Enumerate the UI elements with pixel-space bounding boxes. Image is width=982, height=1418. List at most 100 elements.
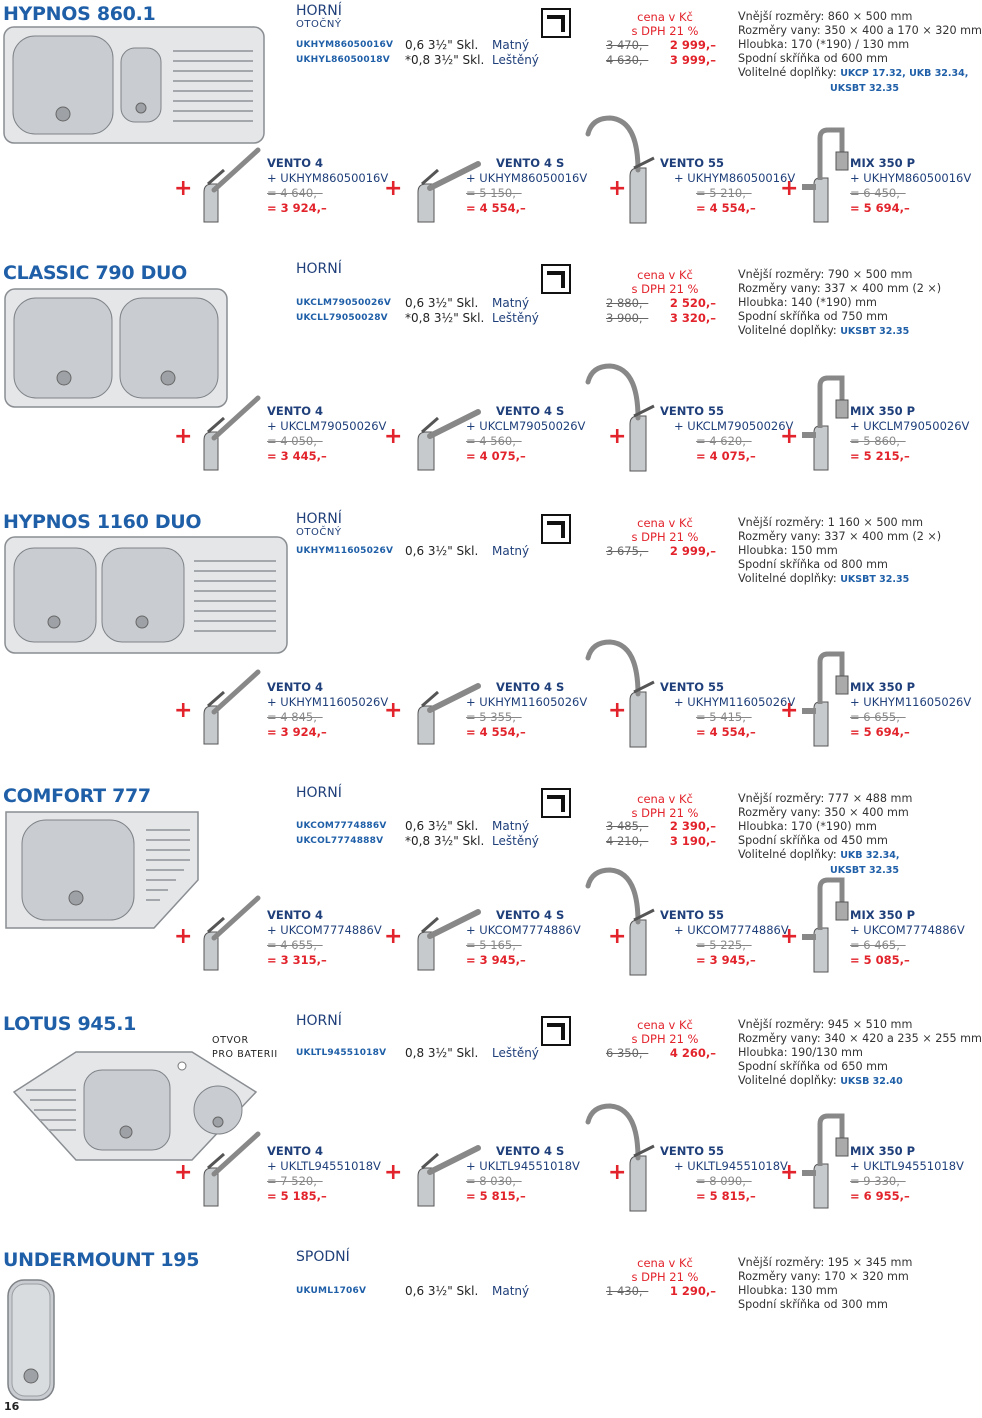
variant-thickness: 0,6 3½" Skl. *0,8 3½" Skl.	[405, 819, 485, 848]
plus-icon: +	[608, 176, 627, 201]
plus-icon: +	[608, 698, 627, 723]
faucet-vento4s-icon	[417, 161, 481, 223]
plus-icon: +	[780, 424, 799, 449]
faucet-vento4-icon	[203, 669, 261, 745]
faucet-vento4s-icon	[417, 909, 481, 971]
sink-image	[5, 811, 199, 929]
sink-image	[4, 536, 288, 654]
combo-text: VENTO 4+ UKHYM11605026V = 4 845,–= 3 924…	[267, 680, 389, 739]
combo-text: MIX 350 P+ UKHYM86050016V = 6 450,–= 5 6…	[850, 156, 972, 215]
combo-text: VENTO 4+ UKCLM79050026V = 4 050,–= 3 445…	[267, 404, 387, 463]
plus-icon: +	[174, 424, 193, 449]
variant-thickness: 0,6 3½" Skl.	[405, 1284, 479, 1298]
sink-image	[12, 1051, 258, 1161]
sink-image	[4, 288, 228, 408]
combo-text: MIX 350 P+ UKHYM11605026V = 6 655,–= 5 6…	[850, 680, 972, 739]
mount-type: HORNÍ	[296, 261, 342, 277]
combo-text: VENTO 55+ UKCLM79050026V = 4 620,–= 4 07…	[660, 404, 794, 463]
faucet-vento4s-icon	[417, 683, 481, 745]
combo-text: VENTO 4 S+ UKLTL94551018V = 8 030,–= 5 8…	[466, 1144, 580, 1203]
combo-text: VENTO 55+ UKHYM11605026V = 5 415,–= 4 55…	[660, 680, 796, 739]
product-title: HYPNOS 1160 DUO	[3, 511, 202, 533]
combo-text: VENTO 4 S+ UKCLM79050026V = 4 560,–= 4 0…	[466, 404, 586, 463]
combo-row: + VENTO 4+ UKCLM79050026V = 4 050,–= 3 4…	[0, 358, 969, 478]
variant-codes: UKHYM86050016V UKHYL86050018V	[296, 40, 394, 65]
combo-text: VENTO 55+ UKCOM7774886V = 5 225,–= 3 945…	[660, 908, 789, 967]
faucet-vento4-icon	[203, 395, 261, 471]
combo-text: VENTO 4 S+ UKHYM86050016V = 5 150,–= 4 5…	[466, 156, 588, 215]
variant-thickness: 0,8 3½" Skl.	[405, 1046, 479, 1060]
combo-text: VENTO 4 S+ UKCOM7774886V = 5 165,–= 3 94…	[466, 908, 581, 967]
faucet-vento55-icon	[585, 867, 655, 976]
variant-finish: Matný	[492, 544, 530, 558]
price-rows: 1 430,–1 290,–	[606, 1284, 716, 1298]
faucet-vento55-icon	[585, 639, 655, 748]
variant-codes: UKCLM79050026V UKCLL79050028V	[296, 298, 392, 323]
price-rows: 3 485,–2 390,– 4 210,–3 190,–	[606, 819, 716, 848]
faucet-mix350p-icon	[802, 127, 849, 223]
faucet-mix350p-icon	[802, 651, 849, 747]
faucet-vento4-icon	[203, 895, 261, 971]
product-title: LOTUS 945.1	[3, 1013, 137, 1035]
variant-finish: Matný Leštěný	[492, 38, 539, 67]
combo-row: + VENTO 4+ UKHYM11605026V = 4 845,–= 3 9…	[0, 634, 971, 754]
variant-codes: UKHYM11605026V	[296, 546, 394, 556]
plus-icon: +	[384, 176, 403, 201]
plus-icon: +	[384, 698, 403, 723]
plus-icon: +	[174, 176, 193, 201]
combo-text: MIX 350 P+ UKLTL94551018V = 9 330,–= 6 9…	[850, 1144, 964, 1203]
combo-text: VENTO 4+ UKCOM7774886V = 4 655,–= 3 315,…	[267, 908, 382, 967]
mount-type: HORNÍ	[296, 785, 342, 801]
combo-text: VENTO 55+ UKLTL94551018V = 8 090,–= 5 81…	[660, 1144, 788, 1203]
plus-icon: +	[384, 424, 403, 449]
variant-codes: UKUML1706V	[296, 1286, 367, 1296]
faucet-vento4-icon	[203, 1131, 261, 1207]
top-mount-icon	[541, 1016, 571, 1046]
product-title: CLASSIC 790 DUO	[3, 262, 188, 284]
product-classic-790-duo: CLASSIC 790 DUO HORNÍ UKCLM79050026V UKC…	[0, 258, 960, 488]
plus-icon: +	[384, 1160, 403, 1185]
top-mount-icon	[541, 514, 571, 544]
variant-finish: Leštěný	[492, 1046, 539, 1060]
combo-text: VENTO 4+ UKHYM86050016V = 4 640,–= 3 924…	[267, 156, 389, 215]
product-title: COMFORT 777	[3, 785, 151, 807]
variant-finish: Matný Leštěný	[492, 819, 539, 848]
combo-text: MIX 350 P+ UKCOM7774886V = 6 465,–= 5 08…	[850, 908, 965, 967]
mount-type: HORNÍ OTOČNÝ	[296, 3, 342, 30]
faucet-mix350p-icon	[802, 877, 849, 973]
mount-type: SPODNÍ	[296, 1249, 350, 1265]
plus-icon: +	[608, 924, 627, 949]
combo-row: + VENTO 4+ UKCOM7774886V = 4 655,–= 3 31…	[0, 862, 965, 982]
combo-text: VENTO 4+ UKLTL94551018V = 7 520,–= 5 185…	[267, 1144, 381, 1203]
variant-codes: UKLTL94551018V	[296, 1048, 387, 1058]
product-hypnos-1160-duo: HYPNOS 1160 DUO HORNÍ OTOČNÝ UKHYM116050…	[0, 508, 960, 668]
price-rows: 2 880,–2 520,– 3 900,–3 320,–	[606, 296, 716, 325]
variant-finish: Matný	[492, 1284, 530, 1298]
mount-type: HORNÍ OTOČNÝ	[296, 511, 342, 538]
sink-image	[7, 1279, 55, 1401]
faucet-mix350p-icon	[802, 375, 849, 471]
plus-icon: +	[608, 424, 627, 449]
faucet-vento4s-icon	[417, 1145, 481, 1207]
product-title: UNDERMOUNT 195	[3, 1249, 200, 1271]
plus-icon: +	[384, 924, 403, 949]
variant-codes: UKCOM7774886V UKCOL7774888V	[296, 821, 387, 846]
sink-image	[3, 26, 265, 144]
faucet-mix350p-icon	[802, 1113, 849, 1209]
price-rows: 3 470,–2 999,– 4 630,–3 999,–	[606, 38, 716, 67]
variant-finish: Matný Leštěný	[492, 296, 539, 325]
plus-icon: +	[174, 924, 193, 949]
combo-row: + VENTO 4+ UKLTL94551018V = 7 520,–= 5 1…	[0, 1098, 964, 1218]
product-undermount-195: UNDERMOUNT 195 SPODNÍ UKUML1706V 0,6 3½"…	[0, 1246, 960, 1406]
product-title: HYPNOS 860.1	[3, 3, 156, 25]
